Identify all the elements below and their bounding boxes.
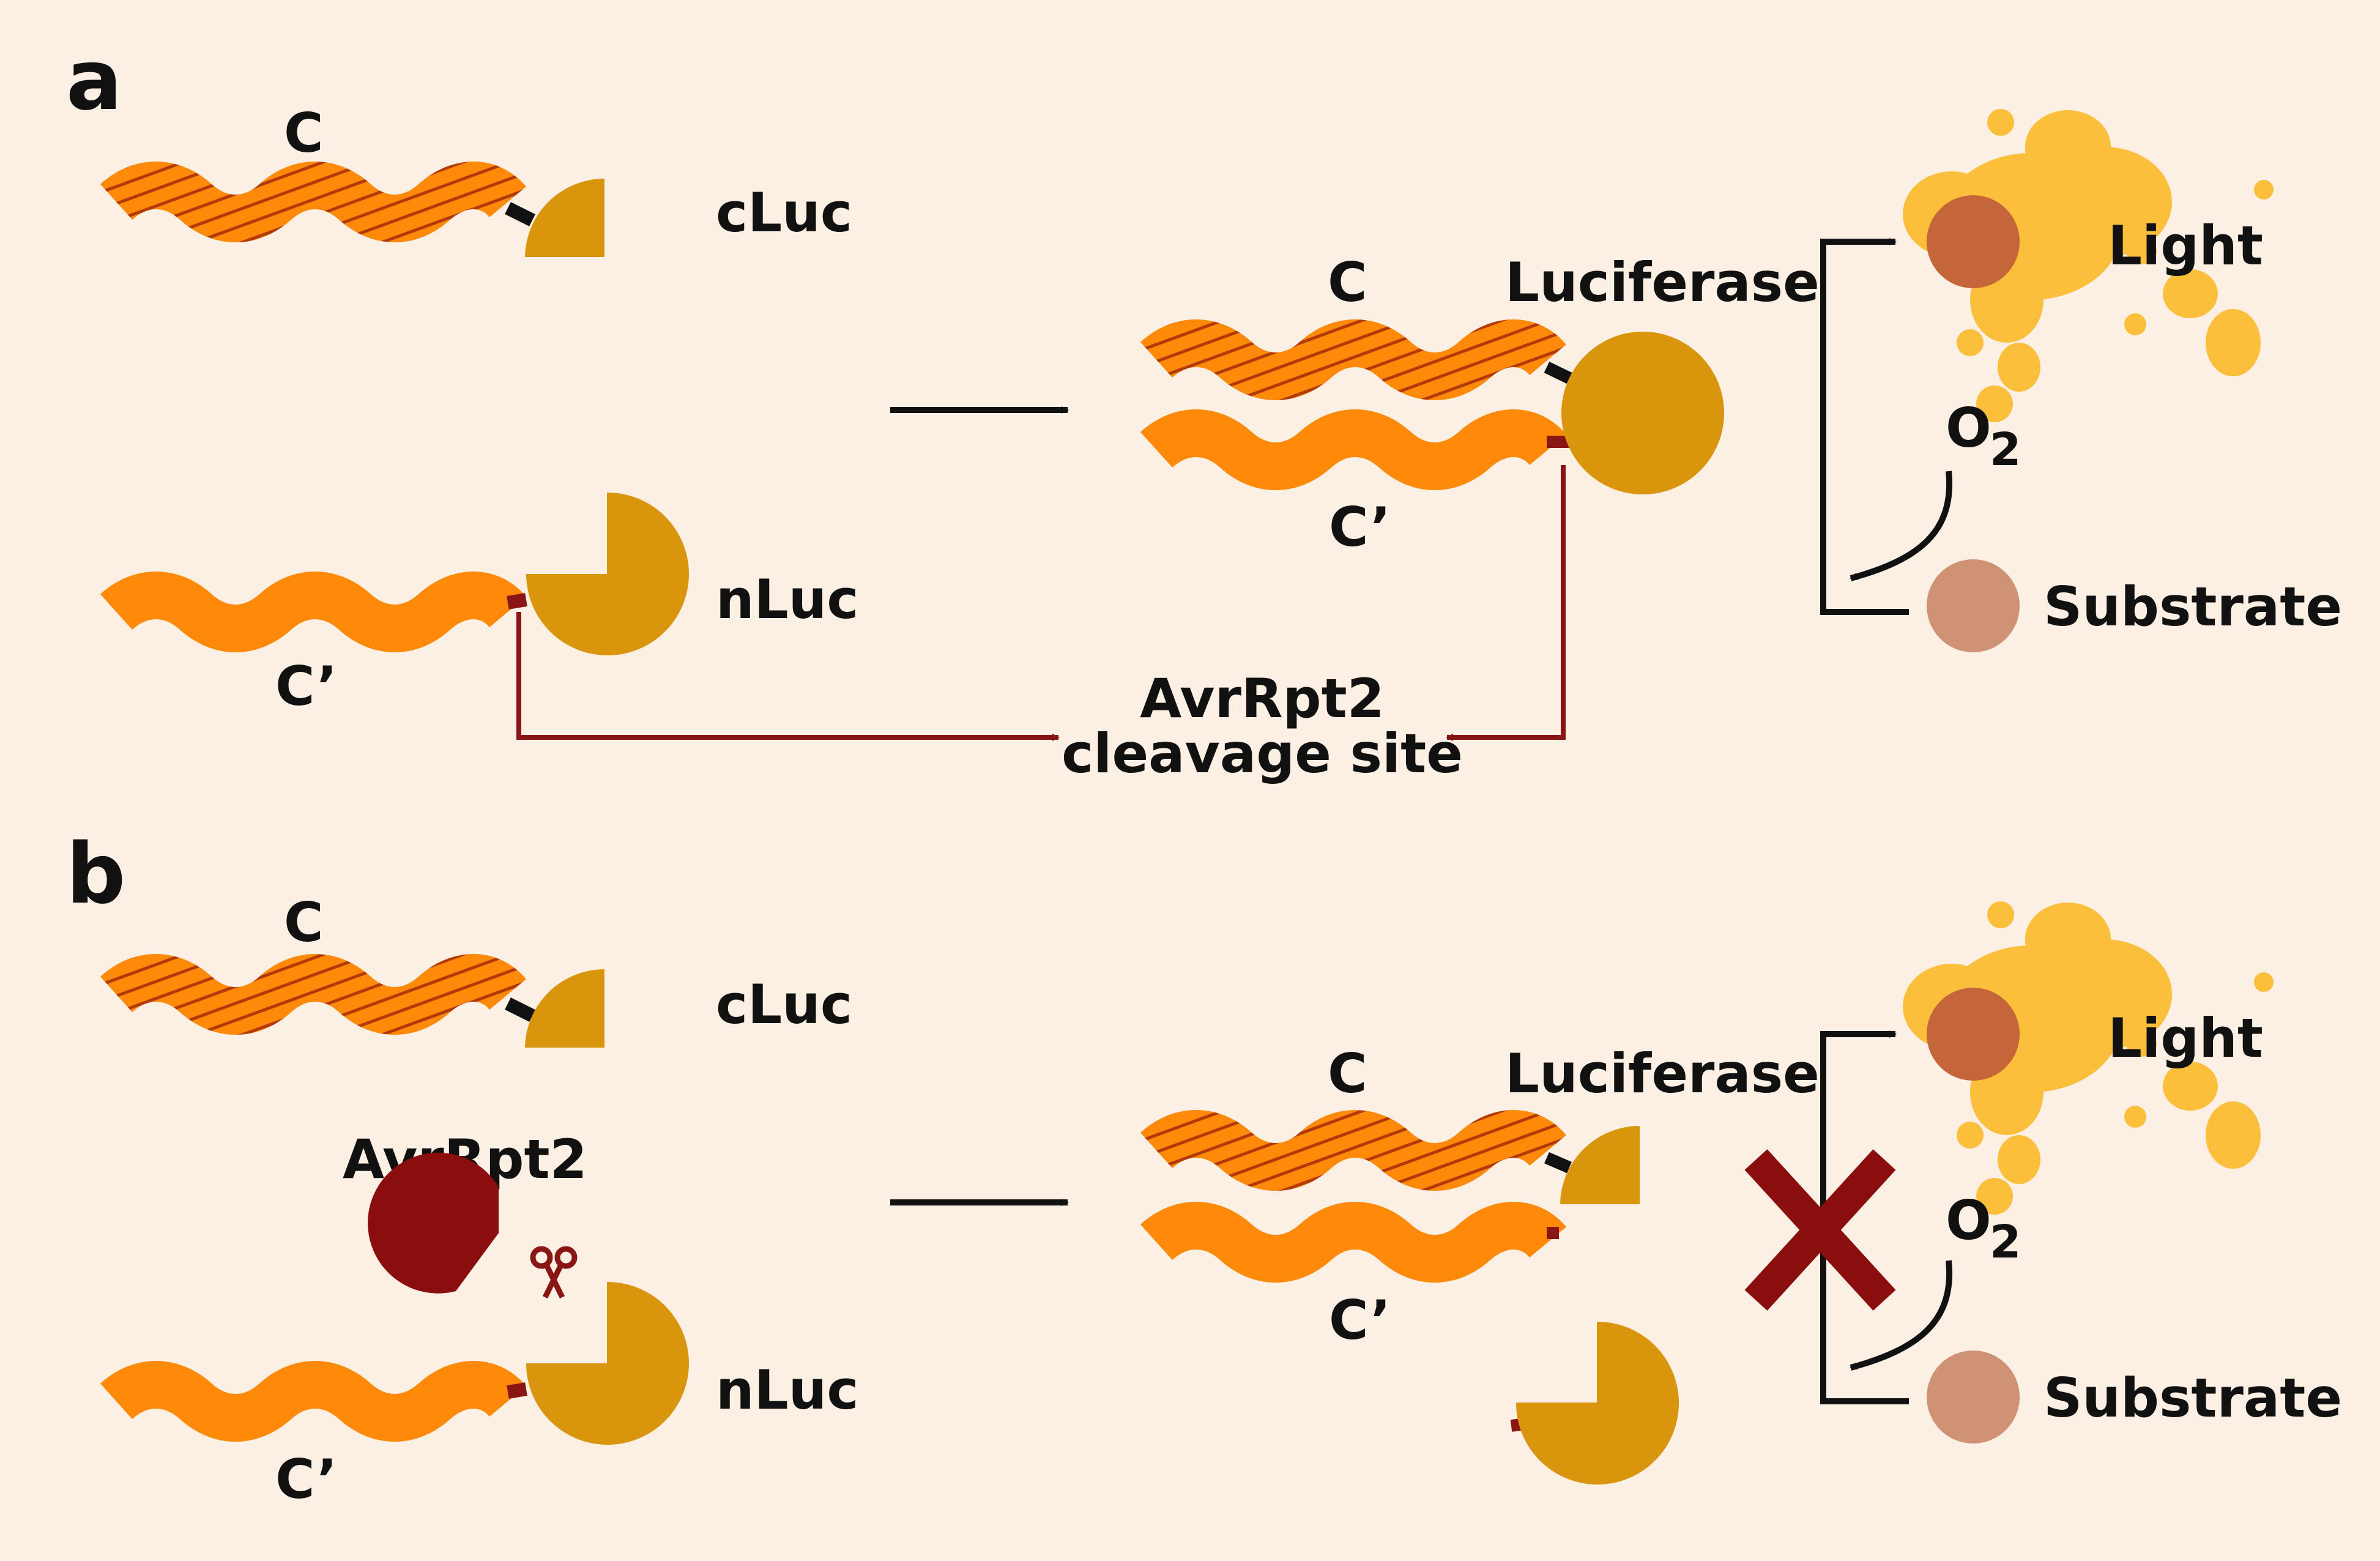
complex-c-label-b: C bbox=[1328, 1042, 1367, 1105]
complex-c-label: C bbox=[1328, 251, 1367, 314]
cluc-detached bbox=[1560, 1126, 1640, 1204]
panel-a: a C cLuc nLuc C’ C Luciferase C’ bbox=[66, 32, 2342, 785]
x-cross-icon bbox=[1744, 1149, 1896, 1311]
cluc-half bbox=[525, 179, 604, 257]
nluc-label: nLuc bbox=[716, 568, 859, 631]
cluc-label: cLuc bbox=[716, 181, 852, 244]
complex-strand-cprime bbox=[1156, 433, 1548, 466]
light-label-b: Light bbox=[2108, 1007, 2263, 1070]
cleavage-arrow-right bbox=[1446, 465, 1566, 741]
substrate-circle-b bbox=[1927, 1351, 2020, 1444]
oxygen-label-b: O bbox=[1946, 1189, 1991, 1252]
strand-cprime-label-b: C’ bbox=[275, 1448, 337, 1511]
oxygen-label: O bbox=[1946, 397, 1991, 460]
strand-cprime bbox=[116, 595, 508, 628]
complex-cprime-label-b: C’ bbox=[1329, 1289, 1391, 1352]
panel-b: b C cLuc AvrRpt2 nLuc C’ C Luciferase bbox=[66, 826, 2342, 1511]
nluc-pacman-b bbox=[526, 1281, 690, 1445]
cycle-arrow bbox=[1820, 238, 1909, 615]
complex-linker-c-b bbox=[1544, 1152, 1572, 1174]
luciferase-label: Luciferase bbox=[1505, 251, 1820, 314]
product-circle bbox=[1927, 195, 2020, 288]
substrate-label: Substrate bbox=[2043, 575, 2342, 638]
substrate-circle bbox=[1927, 559, 2020, 652]
oxygen-subscript: 2 bbox=[1990, 423, 2021, 476]
oxygen-subscript-b: 2 bbox=[1990, 1216, 2021, 1269]
complex-strand-cprime-b bbox=[1156, 1226, 1548, 1259]
cluc-label-b: cLuc bbox=[716, 973, 852, 1036]
strand-c-striped bbox=[116, 185, 508, 218]
luciferase-label-b: Luciferase bbox=[1505, 1042, 1820, 1105]
linker-c-b bbox=[505, 997, 535, 1022]
strand-c-striped-b bbox=[116, 978, 508, 1011]
oxygen-arrow-b bbox=[1850, 1260, 1953, 1371]
scissors-icon bbox=[530, 1246, 578, 1298]
pacman-protease-icon bbox=[368, 1152, 499, 1294]
cleavage-site-line1: AvrRpt2 bbox=[1140, 667, 1385, 730]
cleavage-site-line2: cleavage site bbox=[1062, 722, 1463, 785]
nluc-detached bbox=[1515, 1321, 1679, 1485]
complex-cprime-label: C’ bbox=[1329, 496, 1391, 559]
substrate-label-b: Substrate bbox=[2043, 1366, 2342, 1429]
strand-c-label-b: C bbox=[284, 891, 324, 954]
panel-a-letter: a bbox=[66, 32, 122, 129]
panel-b-letter: b bbox=[66, 826, 125, 923]
cleavage-arrow-left bbox=[516, 612, 1060, 741]
linker-cprime bbox=[507, 593, 527, 609]
complex-strand-c-b bbox=[1156, 1134, 1548, 1167]
linker-cprime-b bbox=[507, 1382, 527, 1399]
strand-cprime-label: C’ bbox=[275, 655, 337, 718]
light-label: Light bbox=[2108, 214, 2263, 277]
complex-strand-c bbox=[1156, 343, 1548, 376]
product-circle-b bbox=[1927, 988, 2020, 1081]
strand-cprime-b bbox=[116, 1385, 508, 1418]
linker-c bbox=[505, 202, 535, 226]
oxygen-arrow bbox=[1850, 471, 1953, 581]
luciferase-complete bbox=[1561, 332, 1724, 494]
complex-linker-c bbox=[1544, 362, 1572, 384]
cluc-half-b bbox=[525, 969, 604, 1048]
nluc-pacman bbox=[526, 492, 690, 655]
strand-c-label: C bbox=[284, 102, 324, 165]
nluc-label-b: nLuc bbox=[716, 1358, 859, 1421]
